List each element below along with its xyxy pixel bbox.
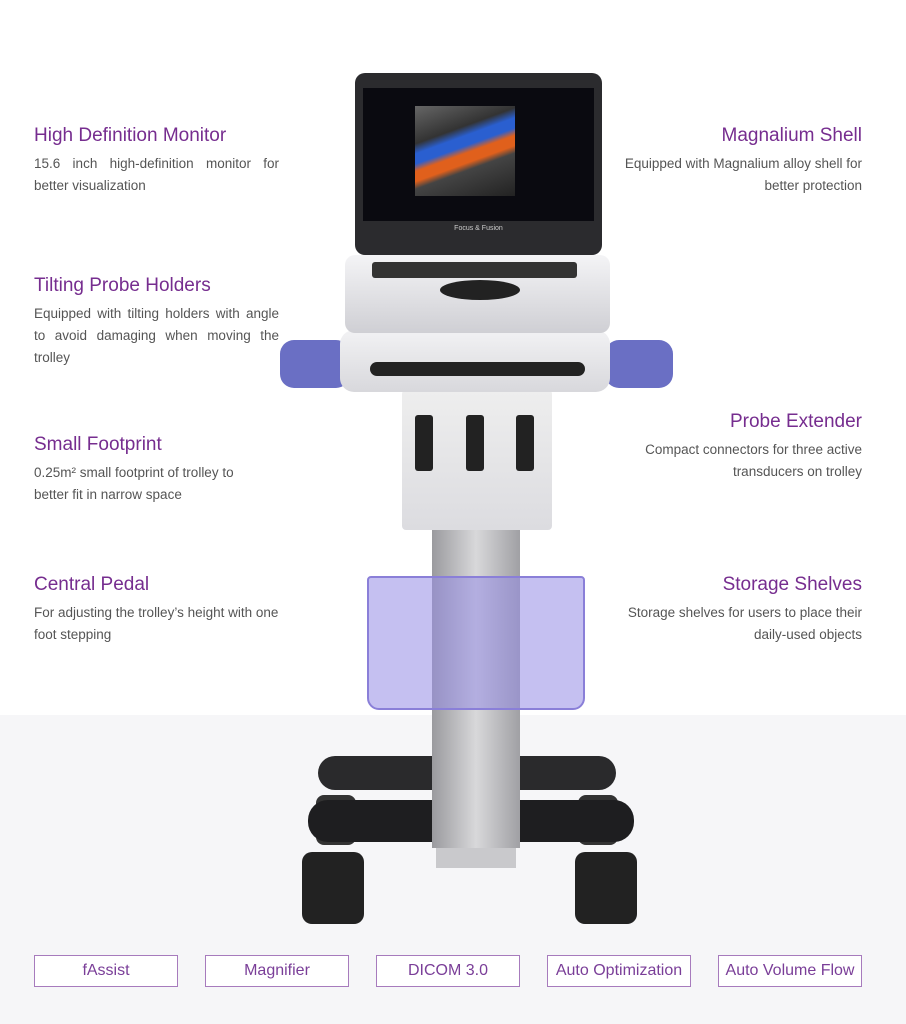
trackball-area <box>440 280 520 300</box>
handle <box>370 362 585 376</box>
feature-title: Tilting Probe Holders <box>34 275 211 296</box>
storage-basket <box>367 576 585 710</box>
probe-holder-right <box>605 340 673 388</box>
feature-title: Central Pedal <box>34 574 150 595</box>
wheel <box>302 852 364 924</box>
wheel <box>575 852 637 924</box>
connector <box>466 415 484 471</box>
feature-title: High Definition Monitor <box>34 125 227 146</box>
feature-desc: Compact connectors for three active tran… <box>645 442 862 479</box>
feature-title: Storage Shelves <box>722 574 862 595</box>
feature-small-footprint: Small Footprint 0.25m² small footprint of… <box>34 434 279 506</box>
connector <box>516 415 534 471</box>
feature-desc: 15.6 inch high-definition monitor for be… <box>34 156 279 193</box>
feature-desc: Storage shelves for users to place their… <box>627 605 862 642</box>
screen <box>363 88 594 221</box>
feature-title: Magnalium Shell <box>721 125 862 146</box>
feature-title: Small Footprint <box>34 434 162 455</box>
connector <box>415 415 433 471</box>
dicom-button[interactable]: DICOM 3.0 <box>376 955 520 987</box>
probe-holder-left <box>280 340 350 388</box>
holder-bar <box>340 330 610 392</box>
keyboard <box>372 262 577 278</box>
brand-label: Focus & Fusion <box>454 225 503 232</box>
feature-desc: Equipped with Magnalium alloy shell for … <box>624 156 862 193</box>
auto-optimization-button[interactable]: Auto Optimization <box>547 955 691 987</box>
magnifier-button[interactable]: Magnifier <box>205 955 349 987</box>
feature-high-definition-monitor: High Definition Monitor 15.6 inch high-de… <box>34 125 279 197</box>
feature-desc: Equipped with tilting holders with angle… <box>34 306 279 365</box>
feature-desc: For adjusting the trolley’s height with … <box>34 605 279 642</box>
ultrasound-image <box>415 106 515 196</box>
auto-volume-flow-button[interactable]: Auto Volume Flow <box>718 955 862 987</box>
feature-title: Probe Extender <box>729 411 862 432</box>
feature-desc: 0.25m² small footprint of trolley to bet… <box>34 465 234 502</box>
fassist-button[interactable]: fAssist <box>34 955 178 987</box>
monitor: Focus & Fusion <box>355 73 602 255</box>
